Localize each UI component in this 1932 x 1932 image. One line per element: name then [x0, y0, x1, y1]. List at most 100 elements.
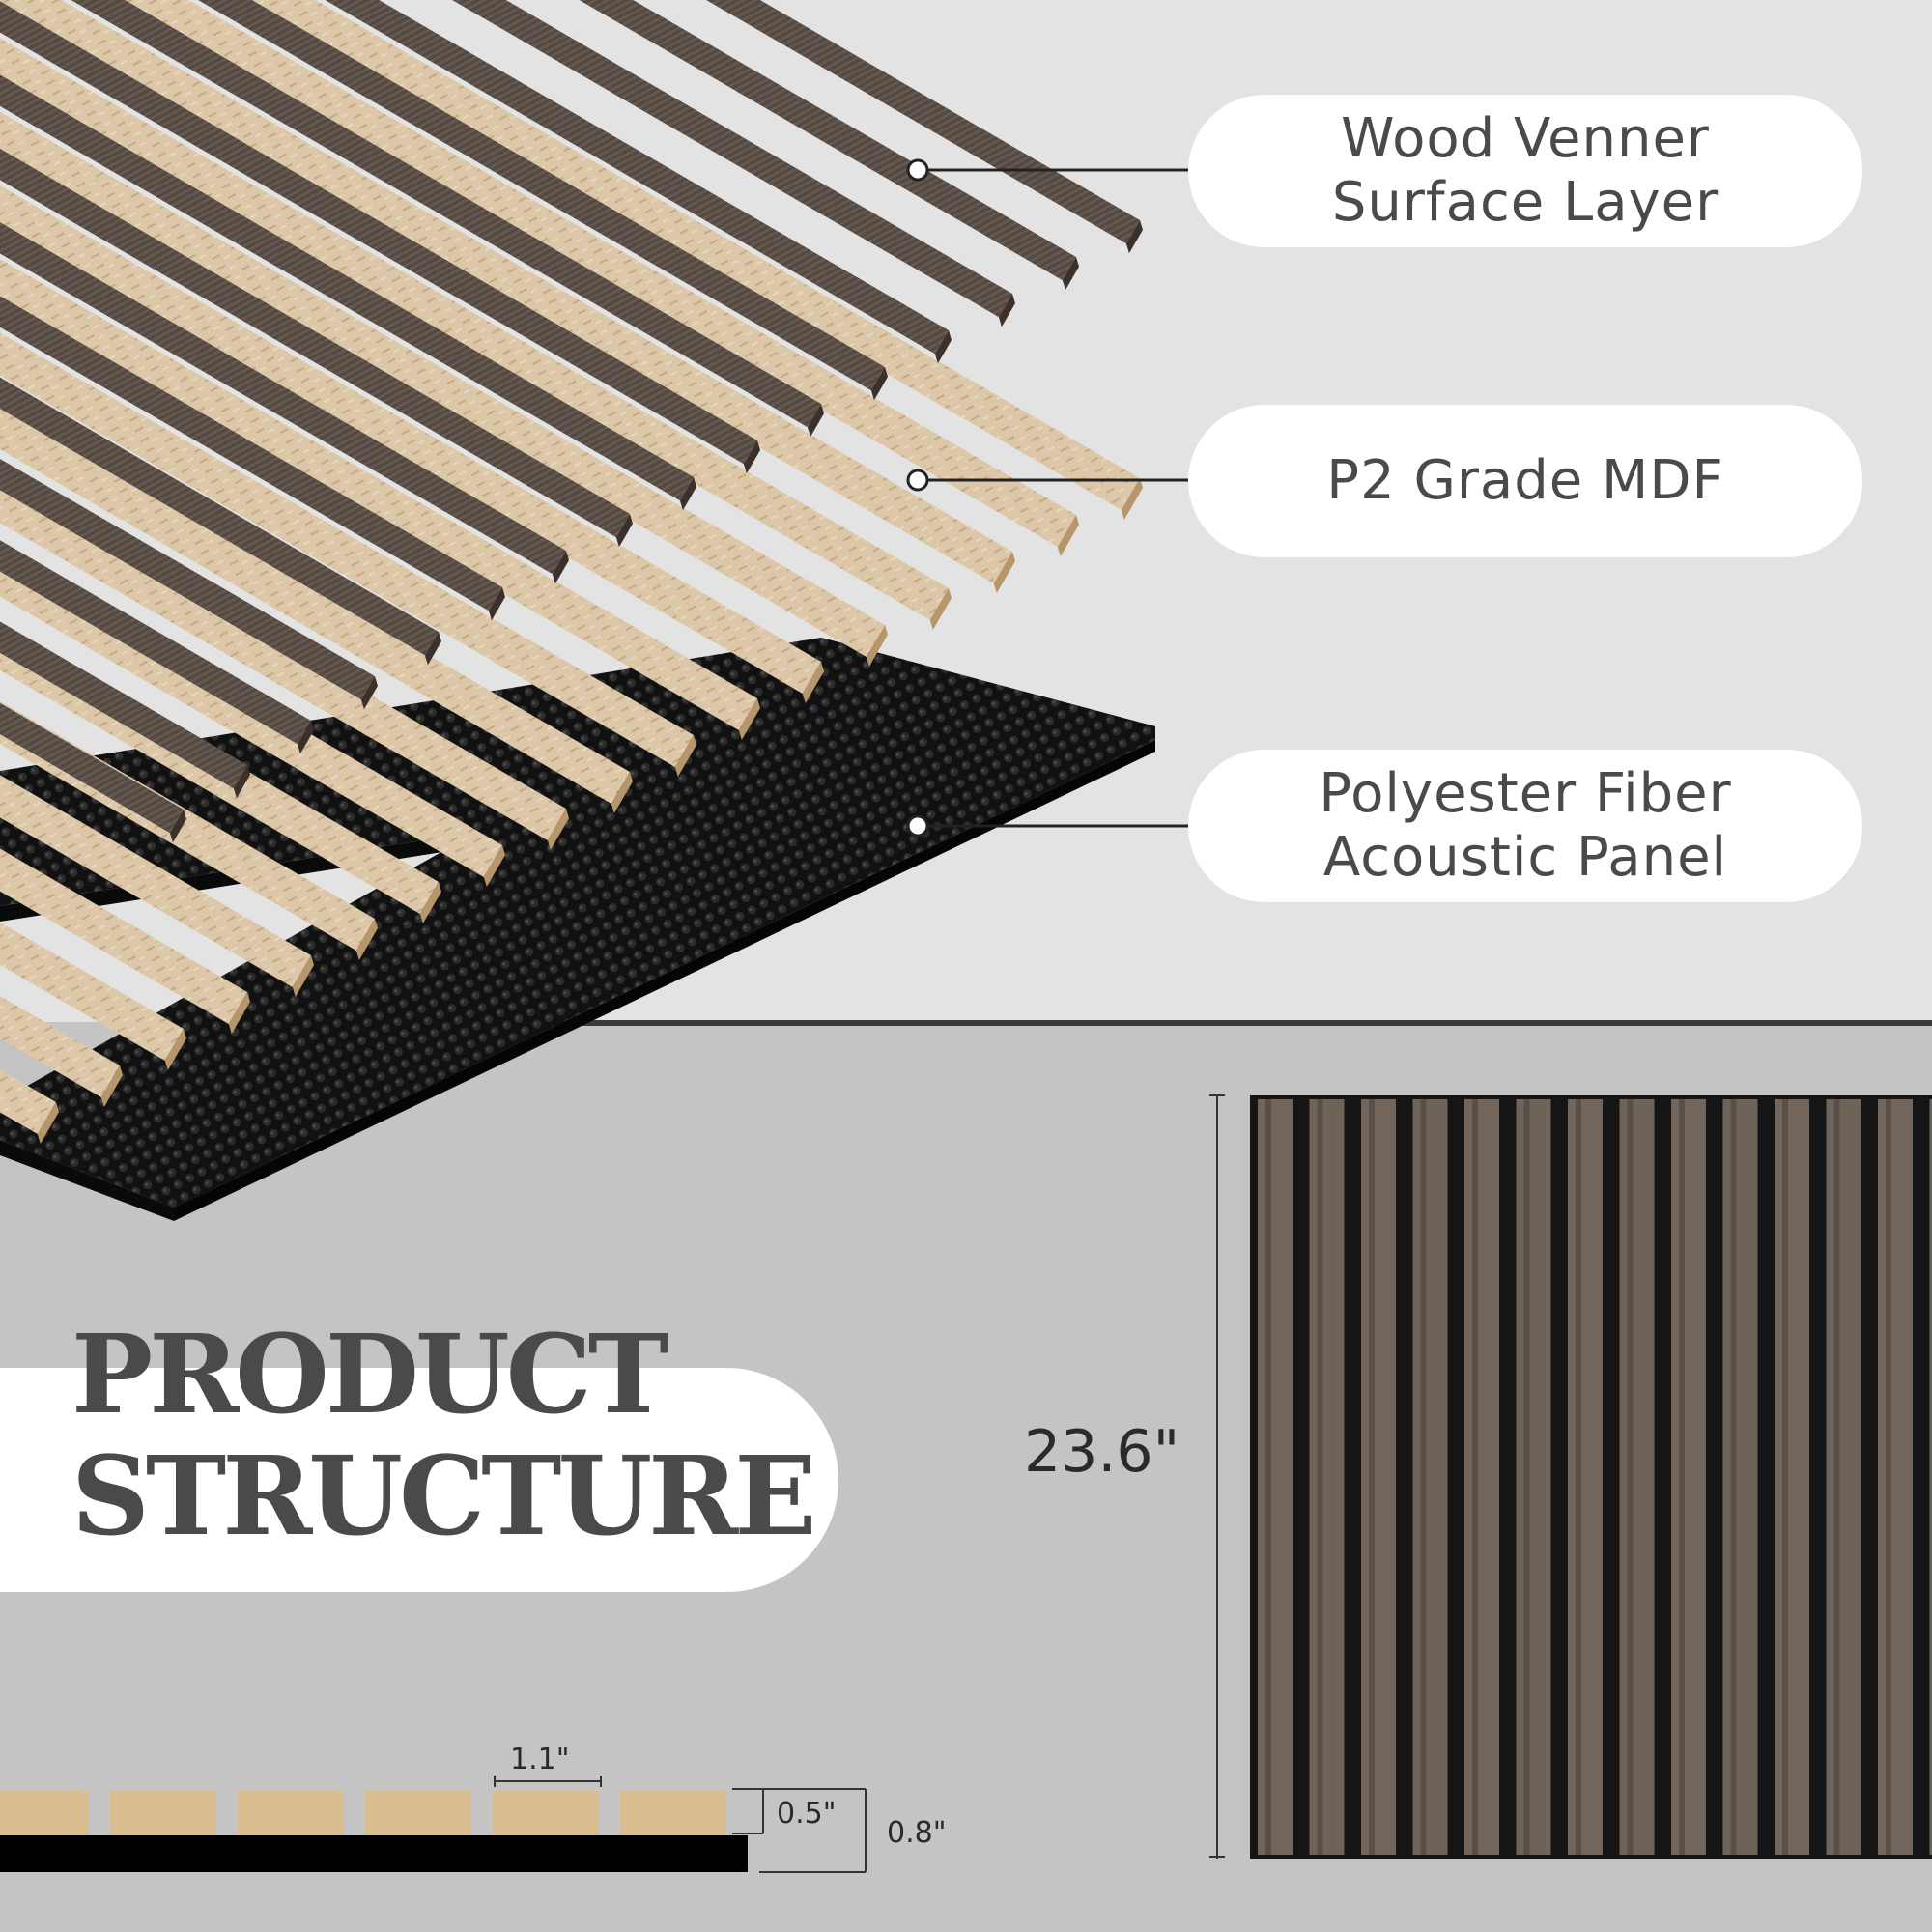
veneer-layer [0, 0, 1143, 843]
panel-slat-grain [1420, 1099, 1427, 1855]
felt-layer [0, 638, 1155, 1221]
panel-slat-grain [1265, 1099, 1271, 1855]
mdf-slat-end [228, 992, 250, 1034]
panel-slat [1361, 1099, 1396, 1855]
panel-slat [1671, 1099, 1706, 1855]
mdf-slat [0, 332, 694, 767]
label-wood-veneer-line2: Surface Layer [1331, 171, 1719, 234]
callout-polyester [906, 814, 1188, 838]
label-polyester-line1: Polyester Fiber [1319, 762, 1732, 825]
veneer-slat [0, 1, 757, 465]
panel-slat [1516, 1099, 1551, 1855]
panel-slat [1258, 1099, 1293, 1855]
mdf-slat-end [611, 772, 633, 813]
mdf-slat-end [674, 735, 696, 777]
veneer-slat-end [360, 676, 378, 710]
mdf-slat-end [483, 845, 505, 887]
panel-slat [1929, 1099, 1932, 1855]
veneer-slat [198, 0, 885, 391]
panel-slat-grain [1317, 1099, 1323, 1855]
mdf-slat-end [419, 882, 441, 923]
front-panel-view [1209, 1094, 1932, 1859]
profile-cross-section [0, 1776, 867, 1873]
profile-slat [0, 1791, 89, 1835]
mdf-slat-end [355, 919, 378, 960]
veneer-slat [706, 0, 1140, 244]
panel-slat [1412, 1099, 1448, 1855]
veneer-slat [0, 458, 375, 700]
dimension-slat-width: 1.1" [510, 1743, 570, 1776]
mdf-slat-end [866, 625, 888, 667]
panel-slat-grain [1472, 1099, 1478, 1855]
section-divider [541, 1020, 1932, 1026]
dimension-total-thickness: 0.8" [887, 1816, 947, 1850]
mdf-slat [0, 406, 630, 804]
panel-slat [1568, 1099, 1603, 1855]
veneer-slat-end [1062, 257, 1079, 291]
title-line-2: STRUCTURE [71, 1434, 817, 1560]
dimension-height: 23.6" [1024, 1418, 1180, 1486]
mdf-slat-end [802, 662, 824, 703]
veneer-slat [0, 540, 311, 745]
profile-slat [620, 1791, 726, 1835]
panel-slat-grain [1833, 1099, 1840, 1855]
callout-wood-veneer [906, 158, 1188, 182]
mdf-slat [0, 111, 885, 657]
veneer-slat [0, 222, 566, 575]
veneer-slat-end [934, 330, 952, 364]
panel-slat [1464, 1099, 1499, 1855]
veneer-slat [325, 0, 949, 355]
mdf-slat [0, 996, 120, 1097]
veneer-slat-end [870, 367, 888, 401]
panel-slat [1775, 1099, 1809, 1855]
label-mdf-line1: P2 Grade MDF [1326, 449, 1724, 512]
veneer-slat-end [169, 810, 186, 843]
mdf-slat [0, 38, 949, 620]
exploded-layer-illustration [0, 0, 1188, 1221]
veneer-slat [579, 0, 1076, 281]
dimension-slat-thickness: 0.5" [777, 1797, 837, 1831]
mdf-slat [0, 1069, 56, 1134]
panel-slat [1878, 1099, 1913, 1855]
mdf-slat [0, 259, 757, 730]
profile-slat [110, 1791, 216, 1835]
label-polyester: Polyester Fiber Acoustic Panel [1188, 750, 1862, 902]
panel-slat [1722, 1099, 1758, 1855]
mdf-slat-end [37, 1102, 59, 1144]
veneer-slat [0, 296, 502, 611]
panel-slat-grain [1730, 1099, 1737, 1855]
label-polyester-line2: Acoustic Panel [1322, 826, 1728, 889]
veneer-slat-end [1125, 220, 1143, 254]
profile-slat [365, 1791, 471, 1835]
veneer-slat-end [424, 632, 441, 666]
veneer-slat [0, 621, 247, 789]
label-wood-veneer: Wood Venner Surface Layer [1188, 95, 1862, 247]
mdf-slat-end [929, 588, 952, 630]
veneer-slat [71, 0, 821, 428]
mdf-slat-end [1057, 515, 1079, 556]
panel-slat-grain [1523, 1099, 1530, 1855]
veneer-slat-end [998, 294, 1015, 327]
mdf-slat [0, 775, 311, 987]
profile-slat [238, 1791, 344, 1835]
mdf-slat-end [1121, 478, 1143, 520]
veneer-slat-end [615, 514, 633, 548]
panel-slat-grain [1679, 1099, 1685, 1855]
panel-slat-grain [1886, 1099, 1891, 1855]
label-mdf: P2 Grade MDF [1188, 405, 1862, 557]
callout-mdf [906, 469, 1188, 492]
mdf-slat [0, 0, 1012, 583]
panel-slat [1309, 1099, 1345, 1855]
panel-slat-grain [1576, 1099, 1581, 1855]
mdf-slat [0, 848, 247, 1024]
panel-slat [1826, 1099, 1861, 1855]
mdf-slat-end [993, 552, 1015, 593]
panel-slat-grain [1369, 1099, 1375, 1855]
mdf-slat-end [738, 698, 760, 740]
veneer-slat [0, 148, 630, 538]
title-line-1: PRODUCT [71, 1312, 668, 1438]
label-wood-veneer-line1: Wood Venner [1341, 107, 1710, 170]
mdf-slat [0, 185, 821, 694]
veneer-slat [0, 377, 439, 656]
mdf-slat-end [292, 955, 314, 997]
